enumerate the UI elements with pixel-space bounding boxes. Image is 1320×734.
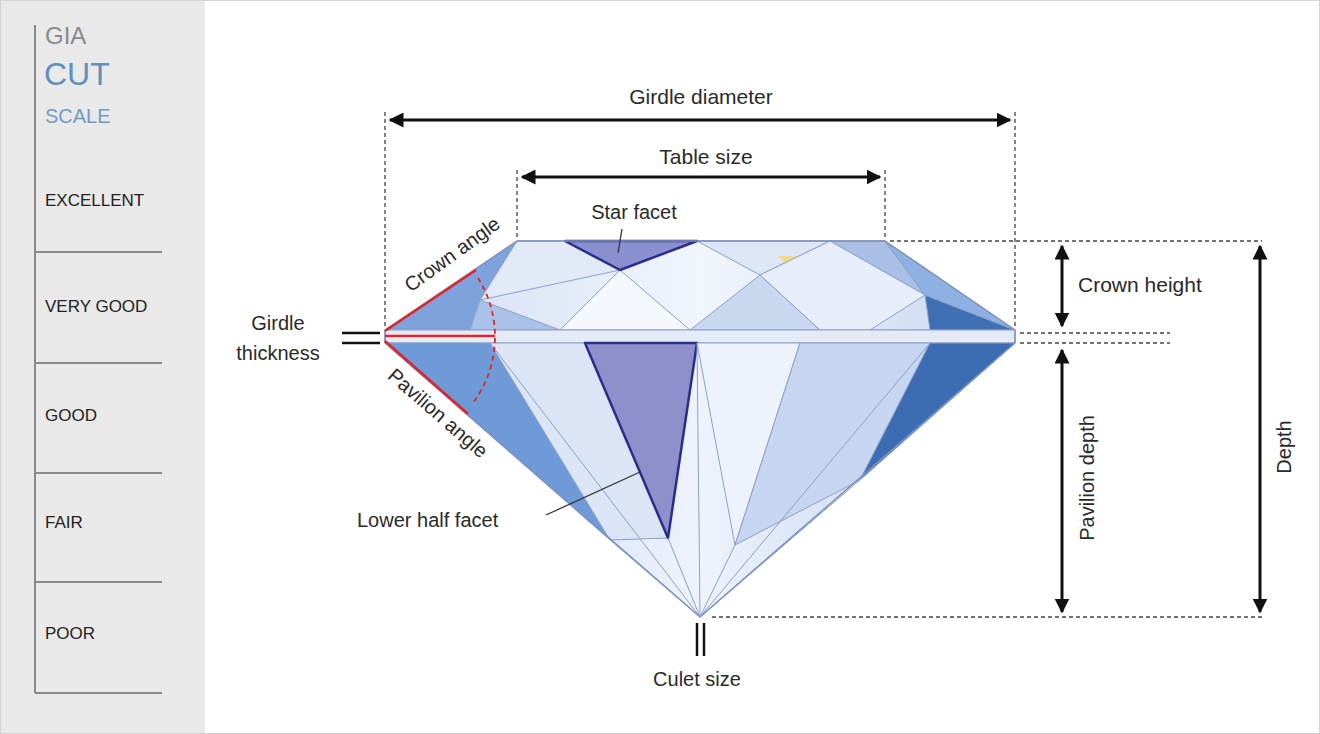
sidebar-panel bbox=[0, 0, 205, 734]
grade-label: POOR bbox=[45, 624, 95, 644]
dimension-label: Table size bbox=[659, 144, 752, 169]
leader-lines bbox=[546, 229, 640, 515]
grade-label: FAIR bbox=[45, 513, 83, 533]
part-label: Lower half facet bbox=[357, 508, 498, 532]
scale-heading: SCALE bbox=[45, 104, 111, 128]
grade-label: VERY GOOD bbox=[45, 297, 147, 317]
angle-label: Pavilion angle bbox=[383, 363, 493, 463]
scale-heading: GIA bbox=[45, 22, 86, 51]
size-marks bbox=[342, 333, 704, 656]
diamond bbox=[385, 241, 1015, 617]
grade-label: EXCELLENT bbox=[45, 191, 144, 211]
angle-label: Crown angle bbox=[400, 211, 505, 296]
dimension-label: Pavilion depth bbox=[1075, 415, 1099, 541]
dimension-label: Depth bbox=[1272, 420, 1296, 473]
dimension-label: Crown height bbox=[1078, 272, 1202, 297]
dimension-label: Girdle diameter bbox=[629, 84, 773, 109]
dimension-guides bbox=[385, 112, 1262, 617]
dimension-arrows bbox=[390, 120, 1260, 612]
part-label: Culet size bbox=[653, 667, 741, 691]
scale-lines bbox=[35, 25, 162, 693]
grade-label: GOOD bbox=[45, 406, 97, 426]
part-label: Star facet bbox=[591, 200, 677, 224]
scale-heading: CUT bbox=[44, 55, 110, 93]
dimension-label: Girdle thickness bbox=[220, 308, 336, 368]
